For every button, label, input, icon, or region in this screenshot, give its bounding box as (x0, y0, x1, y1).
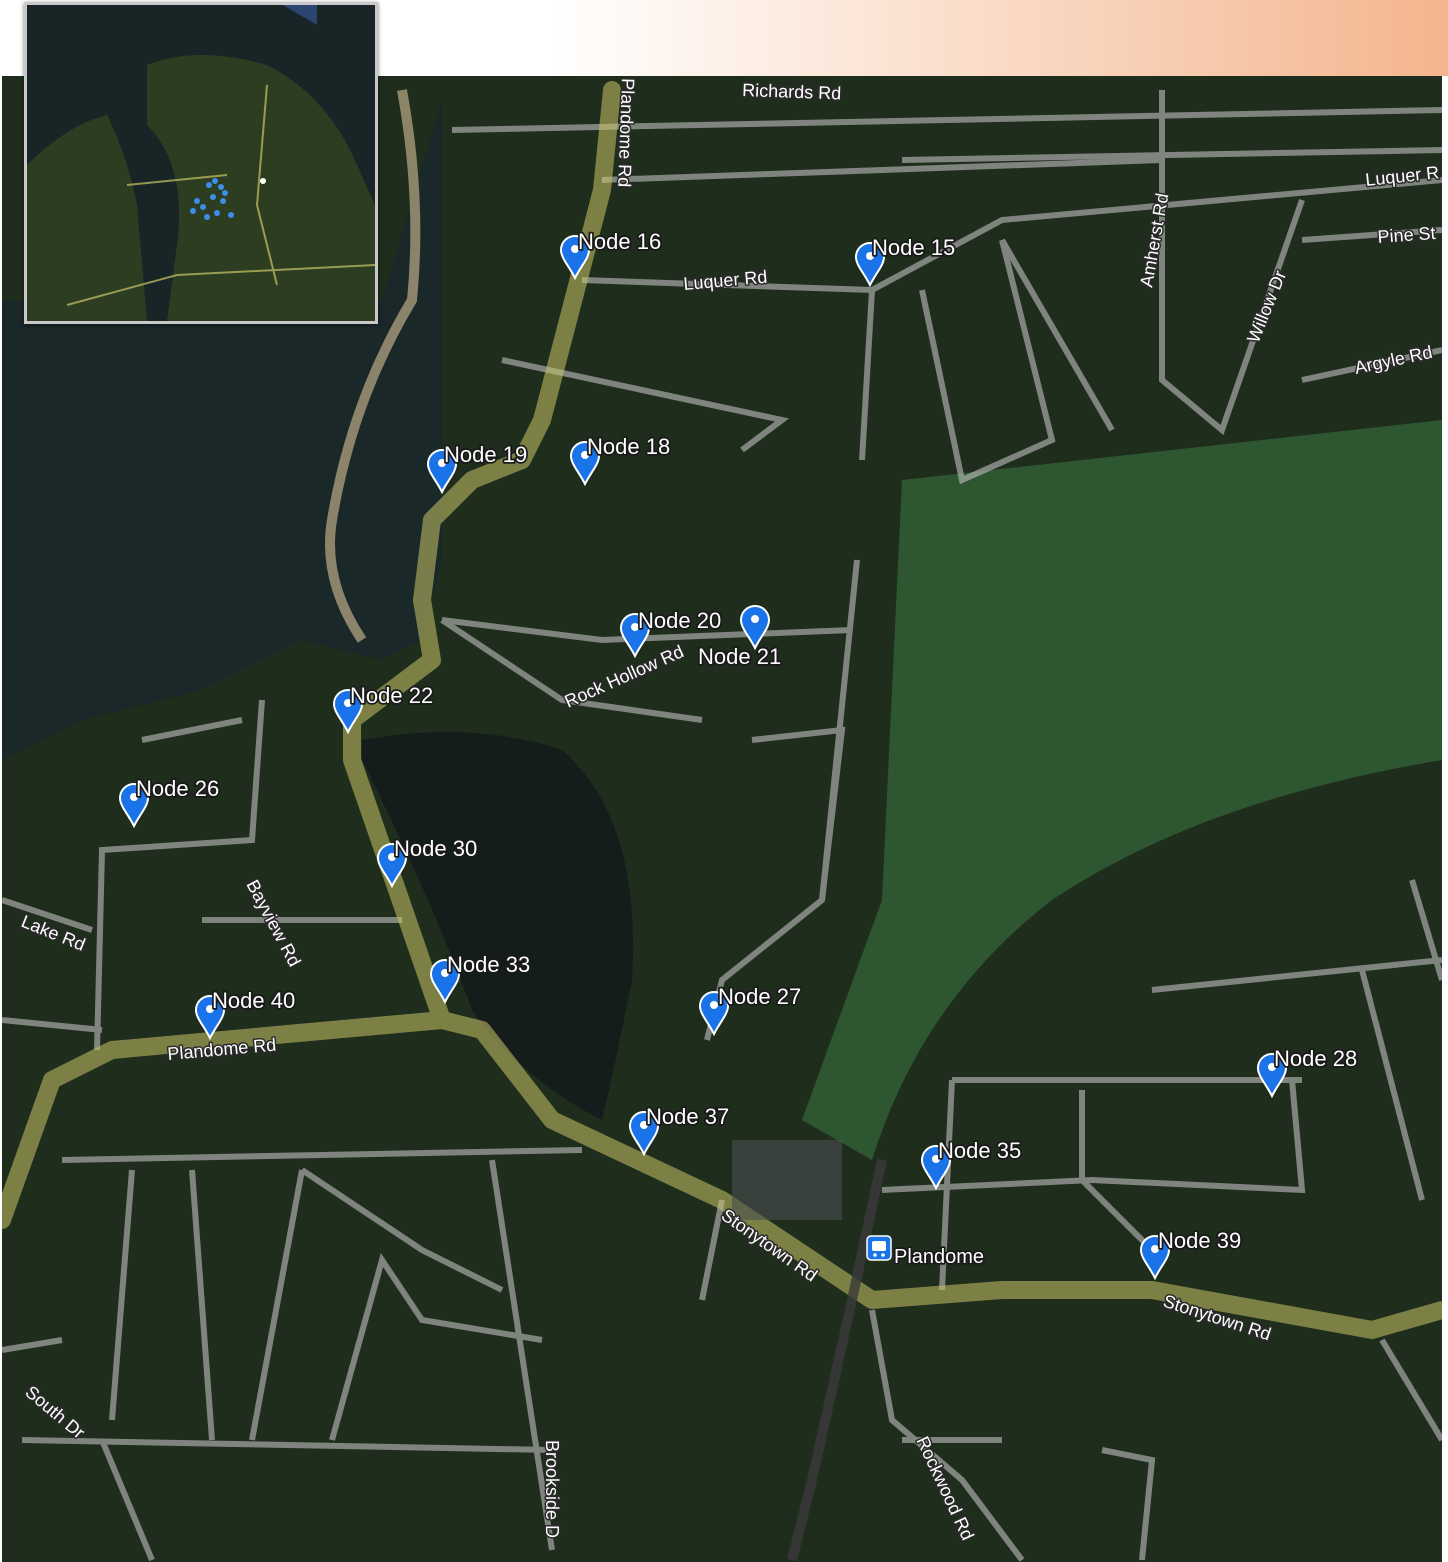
map-pin[interactable] (332, 689, 364, 735)
node-label: Node 30 (394, 836, 477, 861)
inset-node-cluster (190, 178, 234, 220)
map-pin-icon[interactable] (118, 783, 150, 829)
node-label: Node 19 (444, 442, 527, 467)
map-pin-icon[interactable] (569, 441, 601, 487)
map-pin[interactable] (920, 1145, 952, 1191)
node-label: Node 21 (698, 644, 781, 669)
inset-canvas (27, 5, 375, 321)
node-label: Node 27 (718, 984, 801, 1009)
pin-dot (751, 615, 759, 623)
map-pin[interactable] (854, 242, 886, 288)
node-label: Node 18 (587, 434, 670, 459)
map-pin[interactable] (376, 843, 408, 889)
pin-dot (866, 252, 874, 260)
overview-inset-map[interactable] (24, 2, 378, 324)
map-pin-icon[interactable] (1256, 1053, 1288, 1099)
station-marker[interactable]: Plandome (866, 1235, 986, 1270)
map-pin[interactable] (1256, 1053, 1288, 1099)
pin-dot (1151, 1245, 1159, 1253)
node-label: Node 35 (938, 1138, 1021, 1163)
station-buildings (732, 1140, 842, 1220)
map-pin-icon[interactable] (559, 235, 591, 281)
node-label: Node 33 (447, 952, 530, 977)
train-wheel (873, 1253, 877, 1257)
inset-land-west (27, 115, 147, 321)
node-label: Node 22 (350, 683, 433, 708)
map-pin[interactable] (619, 613, 651, 659)
map-pin-icon[interactable] (739, 605, 771, 651)
node-label: Node 20 (638, 608, 721, 633)
shoreline-beach (325, 89, 421, 643)
inset-land-east (147, 55, 375, 321)
pin-dot (344, 699, 352, 707)
road-label: Richards Rd (742, 80, 842, 103)
map-pin-icon[interactable] (628, 1111, 660, 1157)
pin-dot (1268, 1063, 1276, 1071)
road-label: Plandome Rd (614, 78, 638, 188)
railway (787, 1158, 887, 1562)
map-pin[interactable] (559, 235, 591, 281)
map-pin[interactable] (569, 441, 601, 487)
map-pin[interactable] (429, 959, 461, 1005)
node-label: Node 15 (872, 235, 955, 260)
map-pin-icon[interactable] (376, 843, 408, 889)
pin-dot (206, 1005, 214, 1013)
pin-dot (130, 793, 138, 801)
node-label: Node 28 (1274, 1046, 1357, 1071)
water-bay (2, 100, 442, 760)
node-label: Node 16 (578, 229, 661, 254)
map-pin-icon[interactable] (194, 995, 226, 1041)
node-label: Node 40 (212, 988, 295, 1013)
map-pin[interactable] (628, 1111, 660, 1157)
map-pin-icon[interactable] (920, 1145, 952, 1191)
road-label: Pine St (1377, 223, 1436, 247)
pin-dot (631, 623, 639, 631)
pin-dot (571, 245, 579, 253)
pin-dot (710, 1001, 718, 1009)
map-pin[interactable] (1139, 1235, 1171, 1281)
map-pin[interactable] (118, 783, 150, 829)
map-pin[interactable] (426, 449, 458, 495)
map-pin[interactable] (698, 991, 730, 1037)
node-markers[interactable]: Node 16 Node 15 Node 19 Node 18 Node 20 (118, 227, 1359, 1281)
road-label: Brookside D (542, 1440, 562, 1538)
map-pin[interactable] (194, 995, 226, 1041)
map-pin-icon[interactable] (1139, 1235, 1171, 1281)
water-pond (362, 732, 634, 1120)
pin-dot (640, 1121, 648, 1129)
highlighted-route (2, 81, 1442, 1339)
station-label: Plandome (894, 1246, 984, 1268)
inset-roads (66, 84, 375, 306)
pin-dot (438, 459, 446, 467)
map-pin-icon[interactable] (332, 689, 364, 735)
inset-water-corner (283, 5, 317, 25)
node-label: Node 39 (1158, 1228, 1241, 1253)
train-wheel (881, 1253, 885, 1257)
node-label: Node 37 (646, 1104, 729, 1129)
pin-dot (388, 853, 396, 861)
node-label: Node 26 (136, 776, 219, 801)
inset-marker (260, 178, 266, 184)
train-window (872, 1241, 886, 1251)
map-pin-icon[interactable] (429, 959, 461, 1005)
map-pin-icon[interactable] (426, 449, 458, 495)
pin-dot (581, 451, 589, 459)
map-pin-icon[interactable] (698, 991, 730, 1037)
map-pin-icon[interactable] (619, 613, 651, 659)
pin-dot (932, 1155, 940, 1163)
pin-dot (441, 969, 449, 977)
golf-course (802, 420, 1442, 1160)
map-pin-icon[interactable] (854, 242, 886, 288)
map-pin[interactable] (739, 605, 771, 651)
